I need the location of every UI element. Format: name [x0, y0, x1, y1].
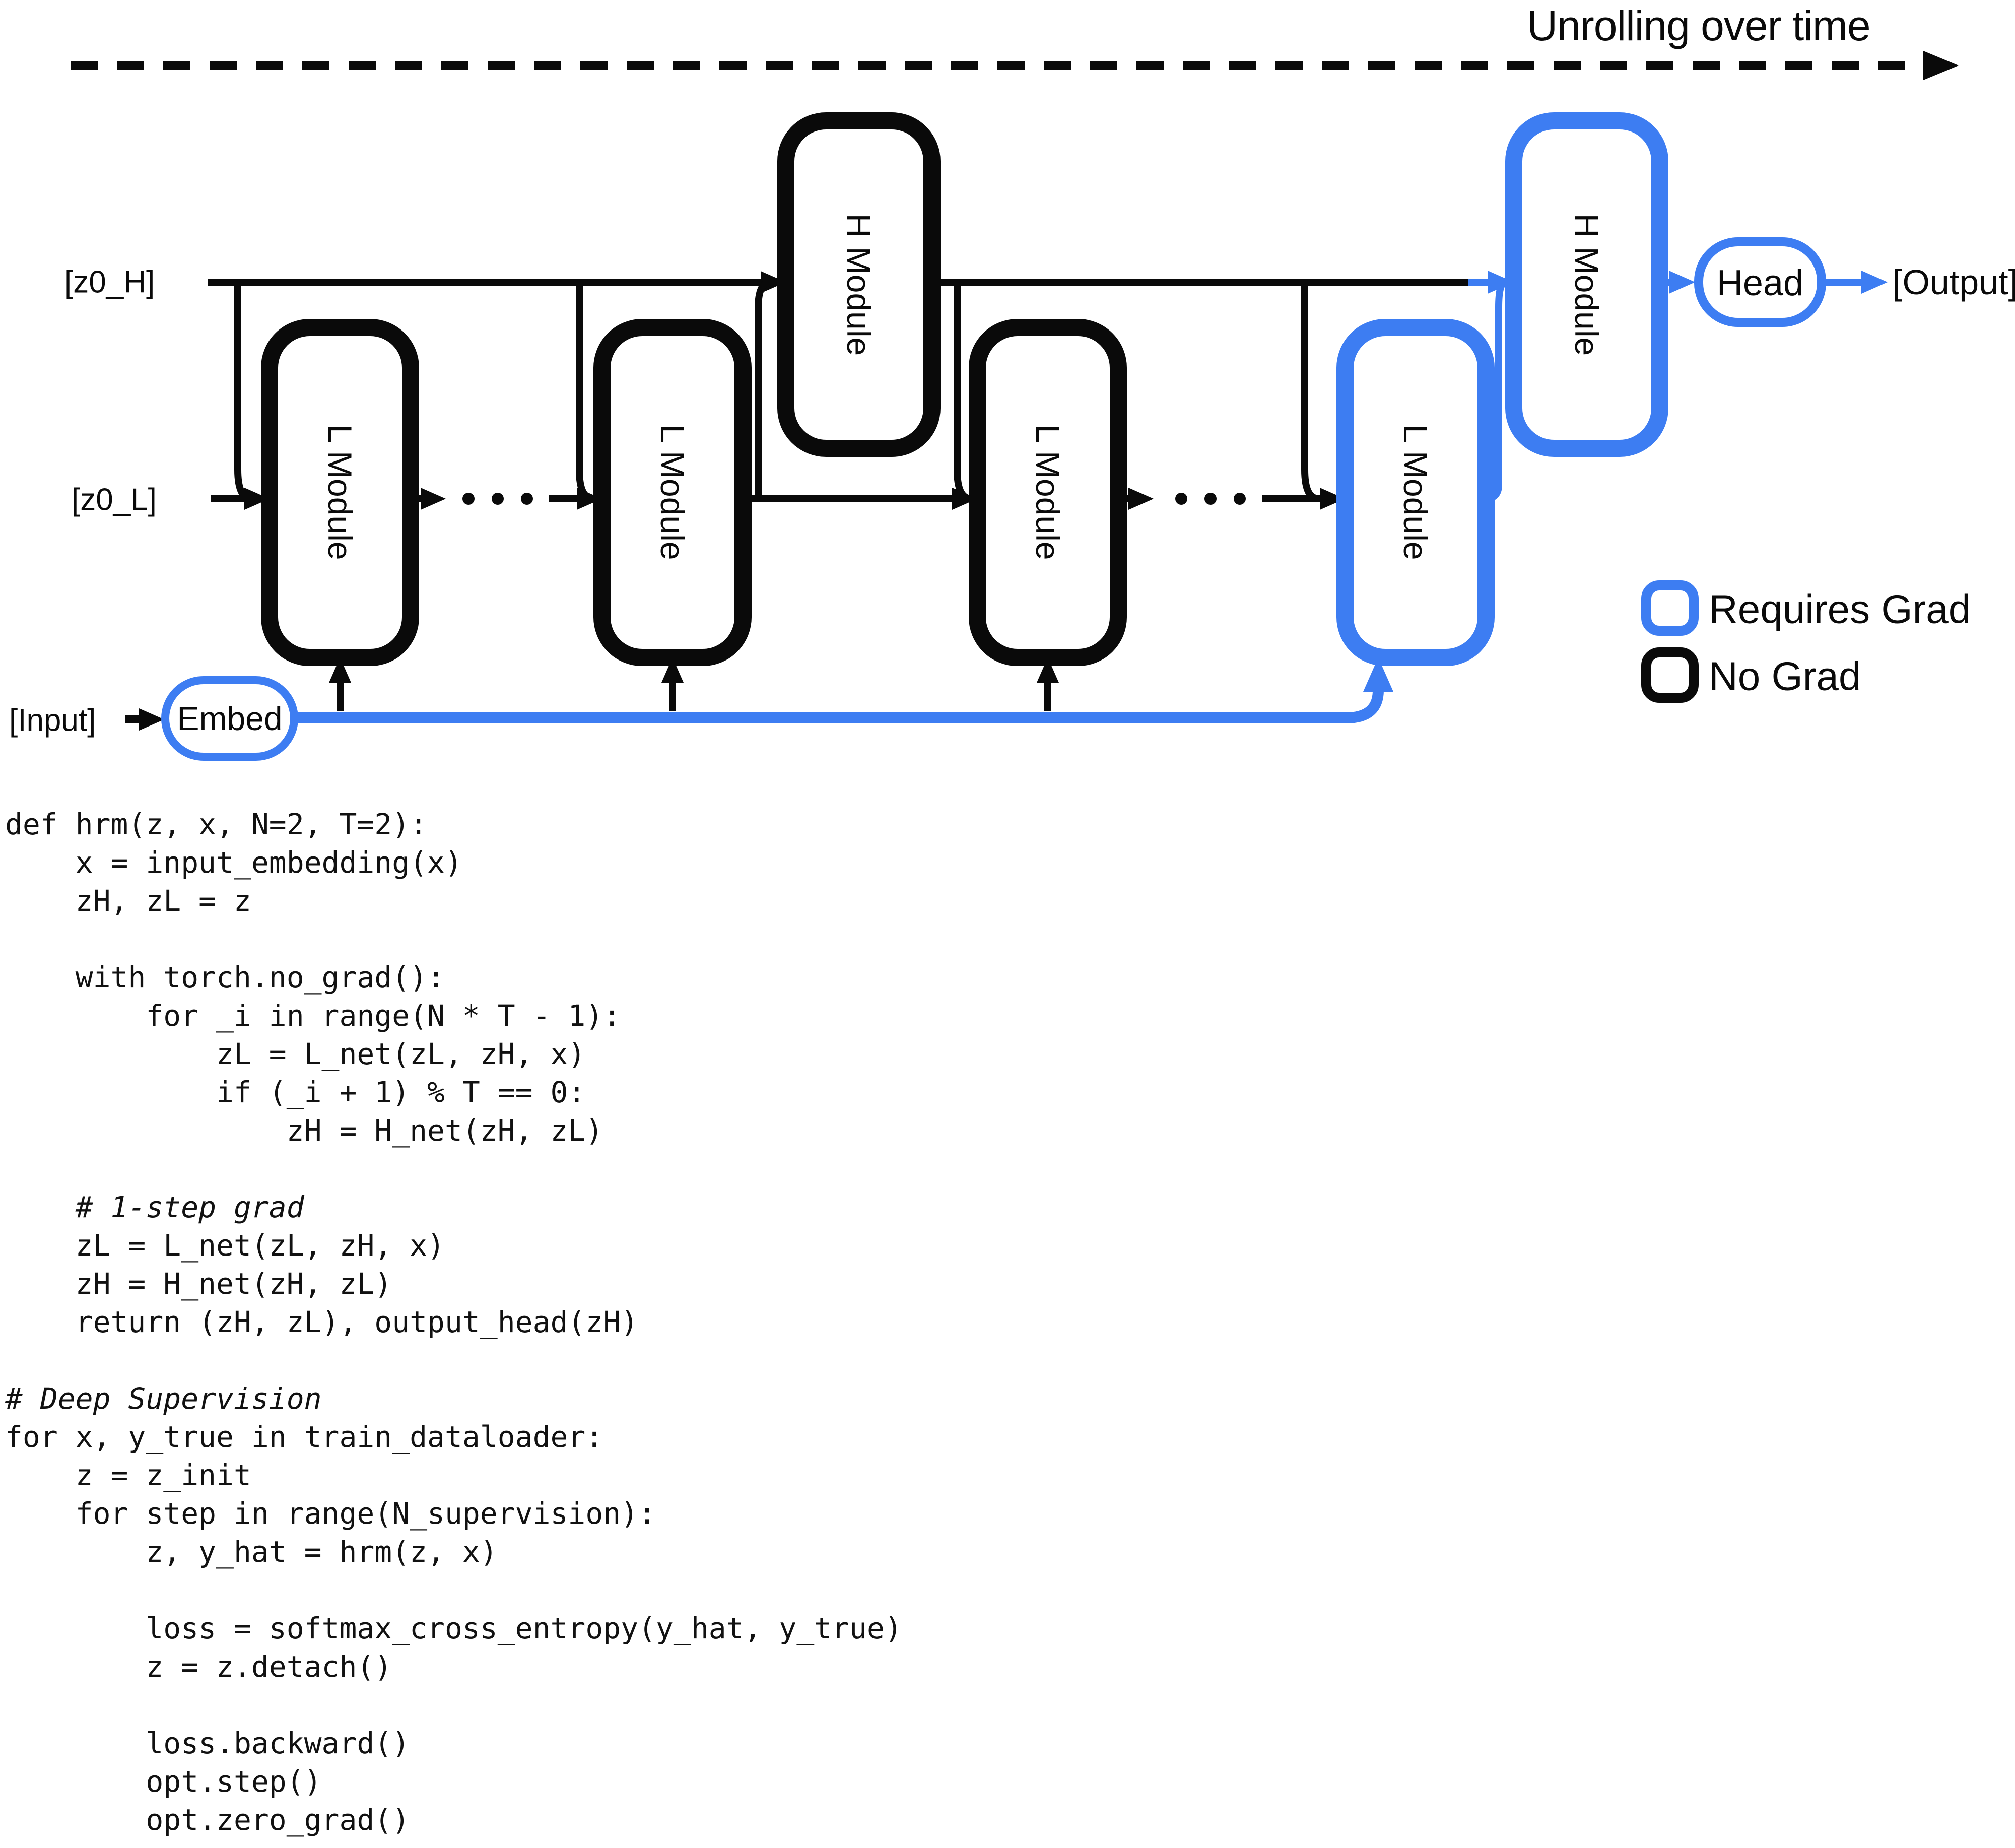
head-label: Head [1717, 263, 1803, 303]
code-line [5, 1150, 2010, 1188]
diagram-title: Unrolling over time [1527, 2, 1870, 49]
code-line: loss.backward() [5, 1726, 410, 1760]
code-line: zH = H_net(zH, zL) [5, 1267, 392, 1301]
code-line: opt.step() [5, 1764, 322, 1799]
code-line: z, y_hat = hrm(z, x) [5, 1535, 498, 1569]
legend-requires-grad-label: Requires Grad [1709, 587, 1971, 632]
output-label: [Output] [1893, 262, 2015, 302]
code-line [5, 920, 2010, 958]
l-module-1-box [261, 319, 419, 666]
code-line-comment: # 1-step grad [5, 1190, 304, 1224]
l-module-4-label: L Module [1397, 424, 1434, 560]
legend-no-grad-swatch [1641, 647, 1699, 703]
code-line: zH = H_net(zH, zL) [5, 1113, 603, 1148]
l-module-3-label: L Module [1029, 424, 1066, 560]
code-line: with torch.no_grad(): [5, 960, 445, 995]
h-module-1-box [777, 112, 941, 457]
l-module-2-box [593, 319, 752, 666]
code-line [5, 1686, 2010, 1724]
l-module-3-box [969, 319, 1127, 666]
code-line: return (zH, zL), output_head(zH) [5, 1305, 639, 1339]
embed-node [161, 676, 298, 761]
code-line: if (_i + 1) % T == 0: [5, 1075, 586, 1109]
embed-broadcast-line [295, 657, 1393, 723]
code-line: for x, y_true in train_dataloader: [5, 1420, 603, 1454]
code-line [5, 1571, 2010, 1609]
code-line: def hrm(z, x, N=2, T=2): [5, 807, 428, 841]
l-module-1-label: L Module [321, 424, 359, 560]
code-listing: def hrm(z, x, N=2, T=2): x = input_embed… [5, 805, 2010, 1839]
code-line: z = z.detach() [5, 1649, 392, 1684]
code-line: for step in range(N_supervision): [5, 1496, 656, 1531]
code-line: z = z_init [5, 1458, 251, 1492]
l-module-4-box [1336, 319, 1495, 666]
architecture-diagram: Unrolling over time L Module L Module L … [9, 2, 2015, 761]
code-line [5, 1341, 2010, 1379]
l-module-2-label: L Module [654, 424, 691, 560]
z0h-branch-to-l4 [1301, 286, 1319, 502]
z0h-branch-to-l2 [576, 286, 594, 502]
code-line: loss = softmax_cross_entropy(y_hat, y_tr… [5, 1611, 902, 1645]
code-line: zL = L_net(zL, zH, x) [5, 1228, 445, 1263]
code-line: for _i in range(N * T - 1): [5, 999, 621, 1033]
zl-riser-into-h1 [755, 279, 771, 498]
code-line: zH, zL = z [5, 884, 251, 918]
z0h-branch-to-l1 [234, 286, 252, 502]
ellipsis-dots [462, 493, 533, 505]
legend-requires-grad-swatch [1641, 580, 1699, 636]
embed-label: Embed [177, 700, 282, 737]
input-label: [Input] [9, 703, 96, 738]
code-line: opt.zero_grad() [5, 1803, 410, 1837]
code-line: x = input_embedding(x) [5, 845, 462, 880]
code-line: zL = L_net(zL, zH, x) [5, 1037, 586, 1071]
ellipsis-dots [1175, 493, 1246, 505]
h-module-2-label: H Module [1568, 214, 1605, 356]
z0h-label: [z0_H] [64, 265, 155, 300]
z0l-label: [z0_L] [72, 483, 157, 517]
h-module-1-label: H Module [840, 214, 878, 356]
legend-no-grad-label: No Grad [1709, 654, 1861, 699]
code-line-comment: # Deep Supervision [5, 1381, 322, 1416]
